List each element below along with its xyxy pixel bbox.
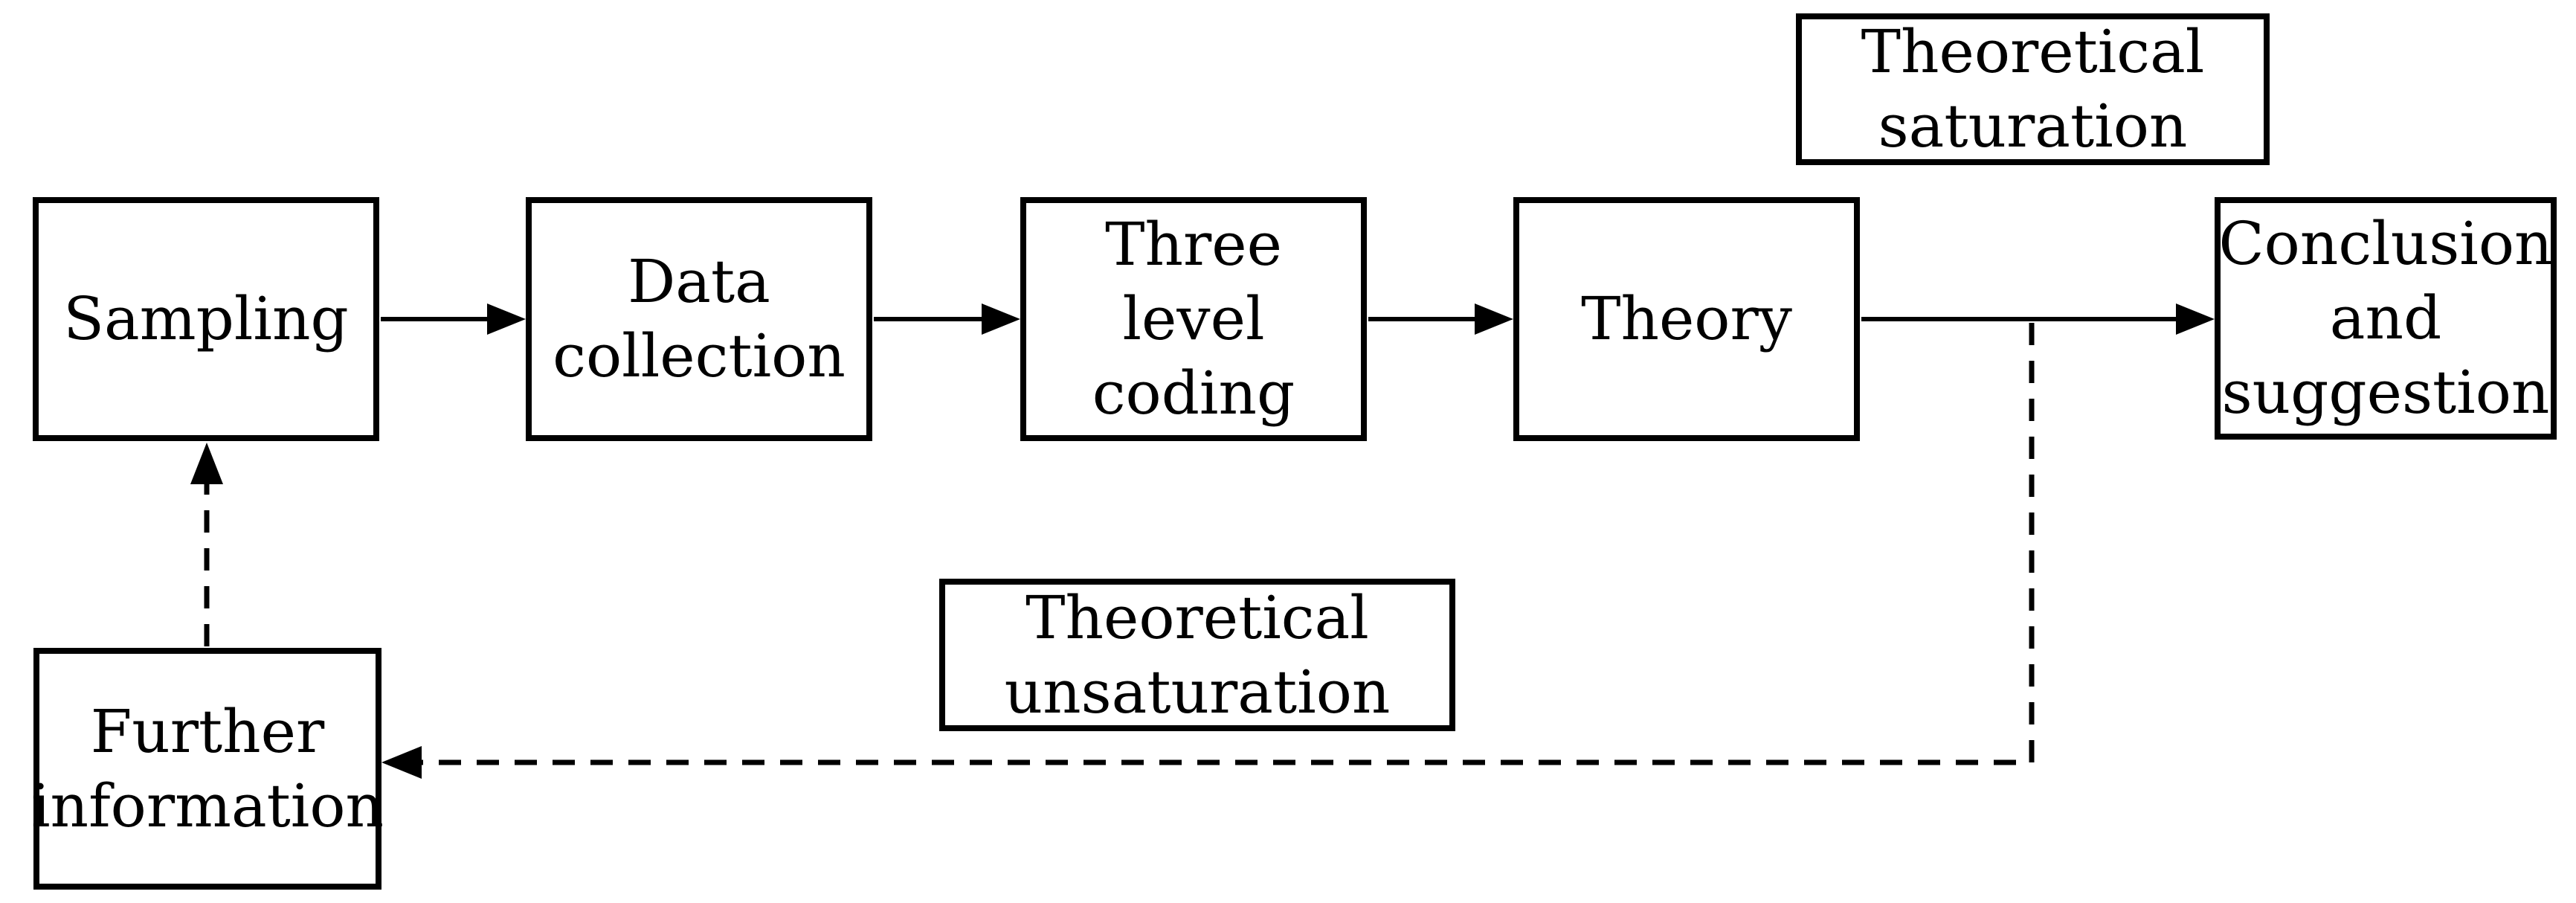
node-data-collection: Data collection (526, 197, 872, 441)
node-three-level-coding-label: Three level coding (1092, 210, 1295, 428)
annotation-theoretical-unsaturation-label: Theoretical unsaturation (1004, 582, 1391, 727)
node-conclusion-and-suggestion-label: Conclusion and suggestion (2218, 209, 2553, 427)
arrow-data-collection-to-three-level-coding (874, 303, 1020, 335)
node-three-level-coding: Three level coding (1020, 197, 1367, 441)
node-sampling-label: Sampling (63, 284, 349, 353)
node-further-information: Further information (30, 648, 384, 890)
annotation-theoretical-saturation: Theoretical saturation (1796, 13, 2270, 165)
node-conclusion-and-suggestion: Conclusion and suggestion (2215, 197, 2557, 440)
annotation-theoretical-unsaturation: Theoretical unsaturation (939, 579, 1455, 731)
node-data-collection-label: Data collection (553, 247, 846, 391)
node-theory: Theory (1513, 197, 1860, 441)
node-sampling: Sampling (33, 197, 379, 441)
arrow-theory-to-conclusion (1861, 303, 2215, 335)
dashed-arrow-further-information-to-sampling (190, 443, 223, 646)
arrow-three-level-coding-to-theory (1368, 303, 1513, 335)
annotation-theoretical-saturation-label: Theoretical saturation (1861, 17, 2205, 161)
node-further-information-label: Further information (30, 696, 384, 841)
node-theory-label: Theory (1581, 284, 1792, 353)
dashed-return-path-to-further-information (381, 323, 2035, 779)
arrow-sampling-to-data-collection (381, 303, 526, 335)
